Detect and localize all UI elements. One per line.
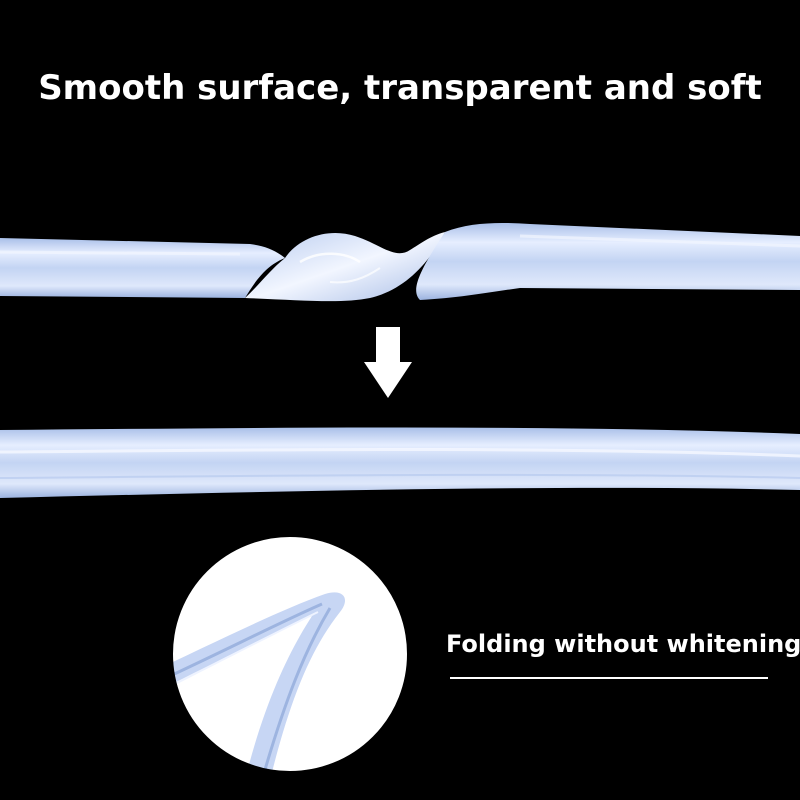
headline: Smooth surface, transparent and soft (38, 68, 762, 108)
twisted-tube (0, 222, 800, 302)
folded-tube-inset (171, 535, 409, 773)
straight-tube (0, 427, 800, 498)
caption-underline (450, 677, 768, 679)
down-arrow-icon (364, 327, 412, 398)
caption: Folding without whitening (446, 630, 800, 658)
